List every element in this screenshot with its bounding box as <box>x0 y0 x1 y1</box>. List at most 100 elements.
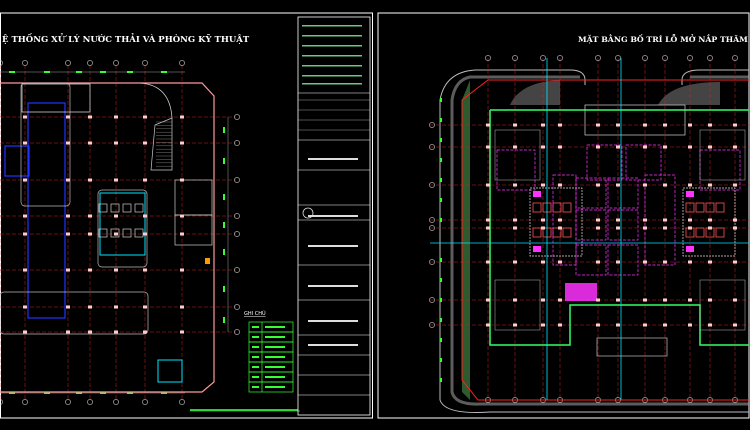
grid-bubble <box>557 55 563 61</box>
column <box>663 226 667 230</box>
left-columns <box>23 115 184 334</box>
grid-bubble <box>234 213 240 219</box>
legend-code <box>252 326 259 328</box>
grid-bubble <box>113 399 119 405</box>
room-outline <box>607 244 639 276</box>
room-outline <box>575 209 607 241</box>
legend-code <box>252 386 259 388</box>
lift-shaft <box>122 203 132 213</box>
column <box>88 232 92 236</box>
dimension-text <box>9 392 15 394</box>
column <box>663 183 667 187</box>
column <box>616 323 620 327</box>
column <box>23 141 27 145</box>
column <box>486 323 490 327</box>
dimension-text <box>161 392 167 394</box>
column <box>663 260 667 264</box>
column <box>513 298 517 302</box>
room <box>699 279 746 331</box>
right-road-inner <box>450 75 749 406</box>
grid-bubble <box>642 55 648 61</box>
grid-bubble <box>234 304 240 310</box>
column <box>486 260 490 264</box>
left-core-room <box>99 192 146 256</box>
column <box>180 178 184 182</box>
title-block-text <box>308 344 358 346</box>
column <box>708 226 712 230</box>
grid-bubble <box>234 140 240 146</box>
room <box>699 129 746 181</box>
column <box>541 226 545 230</box>
grid-bubble <box>429 217 435 223</box>
column <box>688 226 692 230</box>
grid-bubble <box>65 60 71 66</box>
dimension-text <box>223 194 225 200</box>
dimension-text <box>161 71 167 73</box>
grid-bubble <box>234 329 240 335</box>
lift-shaft <box>134 228 144 238</box>
grid-bubble <box>179 60 185 66</box>
column <box>688 260 692 264</box>
right-rooms <box>494 129 746 331</box>
title-block-text <box>308 215 358 217</box>
column <box>616 298 620 302</box>
column <box>66 305 70 309</box>
room-outline <box>625 144 662 181</box>
column <box>663 298 667 302</box>
column <box>180 115 184 119</box>
left-sheet-title: Ệ THỐNG XỬ LÝ NƯỚC THẢI VÀ PHÒNG KỸ THUẬ… <box>2 35 250 45</box>
column <box>541 145 545 149</box>
column <box>558 298 562 302</box>
column <box>513 145 517 149</box>
lift-shaft <box>134 203 144 213</box>
column <box>66 330 70 334</box>
column <box>688 145 692 149</box>
column <box>616 183 620 187</box>
column <box>616 145 620 149</box>
dimension-text <box>44 71 50 73</box>
left-parking-strip <box>0 291 149 335</box>
grid-bubble <box>179 399 185 405</box>
dimension-text <box>440 98 442 102</box>
dimension-text <box>223 127 225 133</box>
legend-table <box>248 321 294 393</box>
column <box>143 141 147 145</box>
column <box>596 323 600 327</box>
column <box>180 330 184 334</box>
column <box>66 115 70 119</box>
column <box>88 305 92 309</box>
left-sheet-border <box>0 12 373 419</box>
column <box>643 226 647 230</box>
dimension-text <box>440 318 442 322</box>
column <box>114 115 118 119</box>
column <box>558 218 562 222</box>
column <box>643 123 647 127</box>
grid-bubble <box>234 267 240 273</box>
dimension-text <box>100 392 106 394</box>
dimension-text <box>440 358 442 362</box>
column <box>558 123 562 127</box>
legend-heading: GHI CHÚ <box>244 310 266 317</box>
dimension-text <box>440 218 442 222</box>
left-pump-room <box>157 359 183 383</box>
dimension-text <box>127 71 133 73</box>
lift-shaft <box>705 202 715 213</box>
notes-text-line <box>302 25 362 27</box>
column <box>486 183 490 187</box>
column <box>708 218 712 222</box>
column <box>643 218 647 222</box>
column <box>688 323 692 327</box>
column <box>88 115 92 119</box>
column <box>558 323 562 327</box>
column <box>541 260 545 264</box>
left-stair <box>150 117 173 171</box>
column <box>180 232 184 236</box>
column <box>513 226 517 230</box>
column <box>143 268 147 272</box>
legend-label <box>265 336 285 338</box>
column <box>558 260 562 264</box>
lift-shaft <box>110 203 120 213</box>
right-plaza-arc-right <box>658 82 720 105</box>
grid-bubble <box>113 60 119 66</box>
